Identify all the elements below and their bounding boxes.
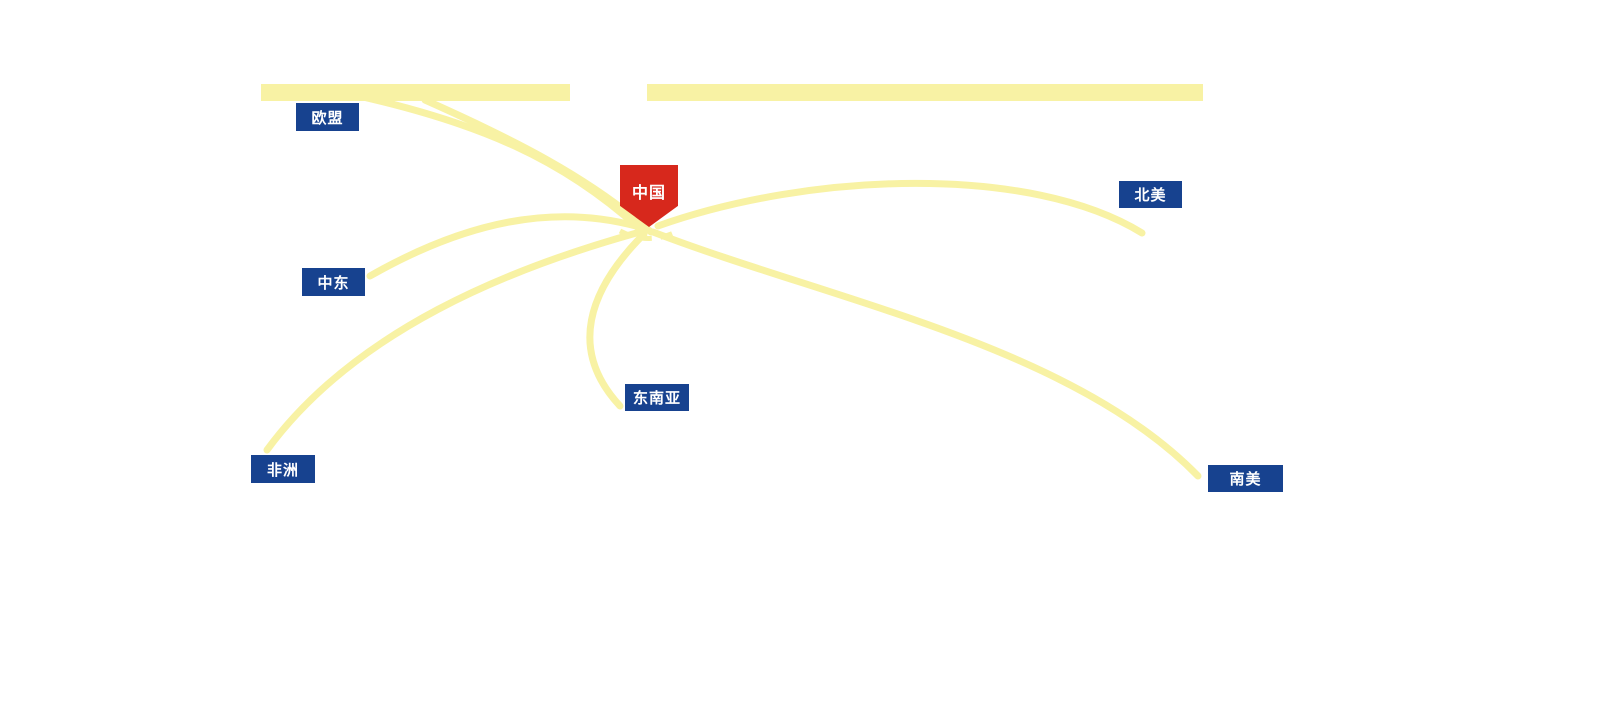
route-africa <box>263 228 644 454</box>
region-label-text: 中东 <box>317 274 350 292</box>
region-label-south-america: 南美 <box>1208 465 1283 492</box>
region-label-text: 非洲 <box>266 461 299 479</box>
region-label-eu: 欧盟 <box>296 103 359 131</box>
region-label-text: 北美 <box>1134 187 1167 204</box>
route-southeast-asia <box>586 230 648 410</box>
route-south-america <box>649 228 1202 480</box>
route-eu-outer-curve <box>341 89 647 236</box>
region-label-southeast-asia: 东南亚 <box>625 384 689 411</box>
route-north-america <box>654 179 1146 237</box>
center-marker-label: 中国 <box>631 185 666 202</box>
top-band-right <box>647 84 1203 101</box>
region-label-text: 东南亚 <box>632 390 681 407</box>
region-label-africa: 非洲 <box>251 455 315 483</box>
top-band-left <box>261 84 570 101</box>
route-eu-inner-curve <box>421 96 655 236</box>
region-label-middle-east: 中东 <box>302 268 365 296</box>
region-label-text: 南美 <box>1229 471 1262 488</box>
route-middle-east <box>366 213 647 280</box>
region-label-north-america: 北美 <box>1119 181 1182 208</box>
pin-base-dashes <box>618 228 680 241</box>
region-label-text: 欧盟 <box>311 109 344 127</box>
